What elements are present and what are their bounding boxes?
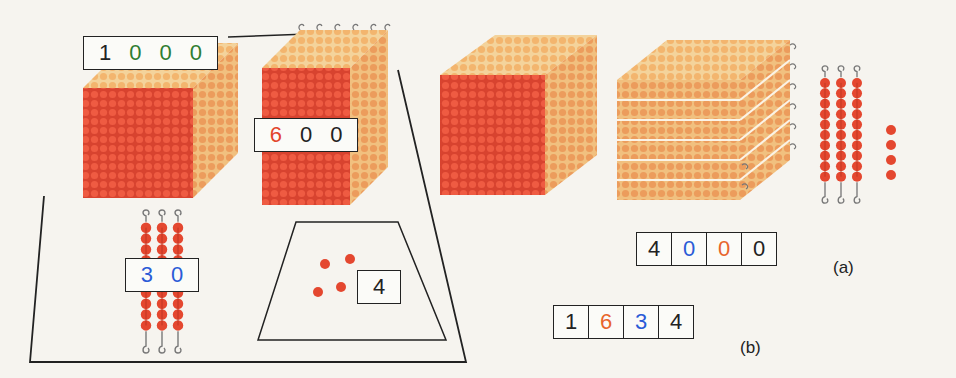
- number-card: 600: [254, 118, 359, 152]
- digit: 0: [129, 40, 141, 66]
- digit: 0: [171, 262, 183, 288]
- number-card: 30: [125, 258, 200, 292]
- number-card: 1000: [83, 36, 218, 70]
- digit: 4: [637, 233, 671, 265]
- digit: 1: [99, 40, 111, 66]
- digit: 6: [588, 306, 623, 338]
- digit: 0: [671, 233, 706, 265]
- digit: 1: [554, 306, 588, 338]
- digit: 0: [706, 233, 741, 265]
- figure-label: (b): [740, 338, 761, 358]
- place-value-card-row: 4000: [636, 232, 777, 266]
- figure-label: (a): [833, 258, 854, 278]
- digit: 0: [160, 40, 172, 66]
- digit: 0: [741, 233, 776, 265]
- digit: 4: [658, 306, 693, 338]
- place-value-card-row: 1634: [553, 305, 694, 339]
- digit: 0: [300, 122, 312, 148]
- digit: 3: [141, 262, 153, 288]
- digit: 0: [330, 122, 342, 148]
- digit: 0: [190, 40, 202, 66]
- digit: 3: [623, 306, 658, 338]
- digit: 6: [270, 122, 282, 148]
- number-card: 4: [357, 270, 401, 304]
- digit: 4: [373, 274, 385, 300]
